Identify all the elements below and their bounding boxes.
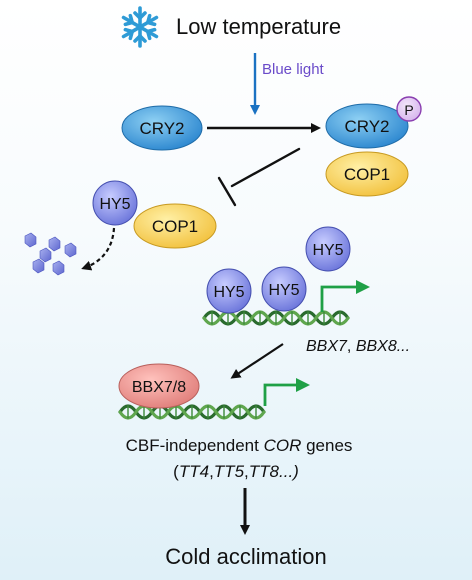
bbx-comma: ,: [347, 338, 356, 355]
phosphate-badge: P: [396, 96, 422, 122]
paren-close: ...): [279, 462, 299, 481]
dna-strand-upper: [202, 310, 350, 326]
cor-text-a: CBF-independent: [126, 436, 264, 455]
tt8-gene: TT8: [249, 462, 280, 481]
bbx-label: BBX7/8: [132, 379, 186, 396]
degraded-fragments-icon: [24, 232, 77, 276]
tt5-gene: TT5: [214, 462, 245, 481]
induction-arrow: [230, 343, 284, 379]
hy5-dna-node-b: HY5: [261, 266, 307, 312]
title-low-temperature: Low temperature: [176, 14, 341, 39]
cry2-inactive-label: CRY2: [139, 119, 184, 138]
cop1-top-node: COP1: [325, 151, 409, 197]
cry2-active-node: CRY2: [325, 103, 409, 149]
cop1-left-label: COP1: [152, 217, 198, 236]
cor-text-c: genes: [301, 436, 352, 455]
bbx-genes-label: BBX7, BBX8...: [306, 338, 410, 355]
hy5-left-node: HY5: [92, 180, 138, 226]
cry2-inactive-node: CRY2: [121, 105, 203, 151]
hy5-free-node: HY5: [305, 226, 351, 272]
blue-light-label: Blue light: [262, 61, 325, 78]
comma-1: ,: [209, 462, 214, 481]
bbx7-gene: BBX7: [306, 338, 348, 355]
hy5-dna-node-a: HY5: [206, 268, 252, 314]
phosphate-label: P: [404, 102, 413, 118]
cop1-top-label: COP1: [344, 165, 390, 184]
tt4-gene: TT4: [179, 462, 209, 481]
hy5-dna-label-a: HY5: [213, 284, 244, 301]
cor-genes-line1: CBF-independent COR genes: [126, 436, 353, 455]
cop1-left-node: COP1: [133, 203, 217, 249]
cor-text-b: COR: [264, 436, 302, 455]
hy5-left-label: HY5: [99, 196, 130, 213]
comma-2: ,: [244, 462, 249, 481]
dna-strand-lower: [118, 404, 266, 420]
paren-open: (: [173, 462, 179, 481]
bbx-node: BBX7/8: [118, 363, 200, 409]
degradation-arrow: [81, 227, 116, 271]
hy5-free-label: HY5: [312, 242, 343, 259]
bbx8-gene: BBX8...: [356, 338, 410, 355]
cry2-active-label: CRY2: [344, 117, 389, 136]
cor-genes-line2: (TT4,TT5,TT8...): [173, 462, 299, 481]
snowflake-icon: [121, 6, 159, 48]
transcription-arrow-upper: [320, 280, 370, 312]
hy5-dna-label-b: HY5: [268, 282, 299, 299]
transcription-arrow-lower: [263, 378, 310, 406]
outcome-cold-acclimation: Cold acclimation: [165, 544, 326, 569]
inhibition-arrow: [217, 147, 301, 207]
